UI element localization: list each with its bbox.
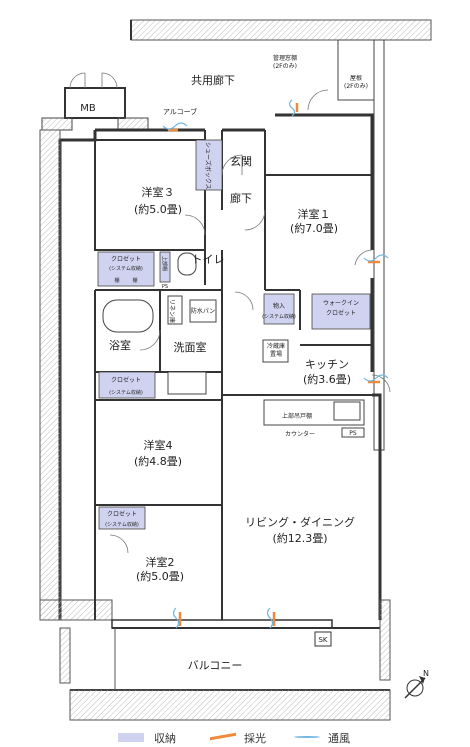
legend-storage-swatch (118, 733, 144, 742)
western1-label: 洋室１ (298, 207, 331, 221)
western3-size: (約5.0畳) (134, 202, 182, 216)
mb-closet (41, 72, 149, 131)
counter-label: カウンター (285, 430, 315, 438)
meter-box-note: (2Fのみ) (273, 63, 297, 70)
upper-cabinet-label: 上部吊戸棚 (282, 412, 312, 420)
western2-label: 洋室2 (146, 555, 175, 569)
walkin-label: ウォークイン (323, 299, 359, 307)
compass-icon: N (404, 669, 429, 699)
closet3-label: クロゼット (111, 255, 141, 263)
western1-size: (約7.0畳) (290, 221, 338, 235)
kitchen-size: (約3.6畳) (303, 372, 351, 386)
western4-size: (約4.8畳) (134, 454, 182, 468)
shelf-right: 棚 (132, 277, 137, 284)
legend: 収納 採光 通風 (118, 731, 418, 745)
light-wind-markers (162, 99, 389, 629)
storage-label: 物入 (273, 302, 285, 310)
balcony-label: バルコニー (188, 659, 243, 672)
fridge-label-2: 置場 (270, 350, 282, 358)
legend-light-swatch (210, 732, 236, 741)
linen-label: リネン庫 (168, 299, 176, 323)
storage-areas (97, 139, 371, 530)
fridge-label: 冷蔵庫 (267, 342, 285, 350)
compass-label: N (423, 669, 429, 678)
corridor-label: 共用廊下 (191, 73, 235, 87)
shelf-left: 棚 (114, 277, 119, 284)
alcove-label: アルコーブ (163, 107, 197, 116)
meter-box-label: 管理窓棚 (273, 54, 297, 62)
legend-light-label: 採光 (244, 732, 266, 745)
washroom-label: 洗面室 (174, 340, 207, 354)
kitchen-label: キッチン (305, 358, 349, 371)
closet4-label: クロゼット (111, 376, 141, 384)
living-size: (約12.3畳) (272, 531, 327, 545)
legend-wind-label: 通風 (328, 732, 350, 745)
closet2-system: (システム収納) (105, 521, 139, 528)
upper-shelf-label: 上部棚 (161, 256, 168, 271)
ps-label: PS (162, 284, 168, 290)
top-structure (130, 19, 432, 451)
closet2-label: クロゼット (107, 510, 137, 518)
mb-label: MB (80, 103, 96, 114)
roof-label: 屋根 (350, 74, 362, 82)
door-swings (109, 89, 391, 554)
sk-label: SK (318, 636, 327, 644)
kitchen-ps-label: PS (349, 430, 357, 437)
roof-note: (2Fのみ) (344, 83, 368, 90)
western4-label: 洋室4 (144, 438, 173, 452)
fixtures (102, 252, 365, 438)
shoe-box-label: シューズボックス (204, 142, 212, 190)
closet4-system: (システム収納) (109, 389, 143, 396)
balcony-structure (59, 599, 391, 721)
storage-system: (システム収納) (262, 313, 296, 320)
closet3-system: (システム収納) (109, 265, 143, 272)
toilet-label: トイレ (192, 253, 225, 266)
western2-size: (約5.0畳) (136, 569, 184, 583)
walkin-label-2: クロゼット (326, 309, 356, 317)
room-labels: 共用廊下 MB アルコーブ 管理窓棚 (2Fのみ) 屋根 (2Fのみ) シューズ… (80, 54, 368, 672)
legend-storage-label: 収納 (154, 732, 176, 745)
bath-label: 浴室 (109, 338, 131, 352)
legend-wind-swatch (294, 736, 320, 738)
living-label: リビング・ダイニング (245, 515, 355, 529)
western3-label: 洋室３ (142, 185, 175, 199)
washpan-label: 防水パン (191, 307, 215, 315)
entrance-label: 玄関 (230, 154, 252, 168)
hall-label: 廊下 (230, 191, 252, 205)
